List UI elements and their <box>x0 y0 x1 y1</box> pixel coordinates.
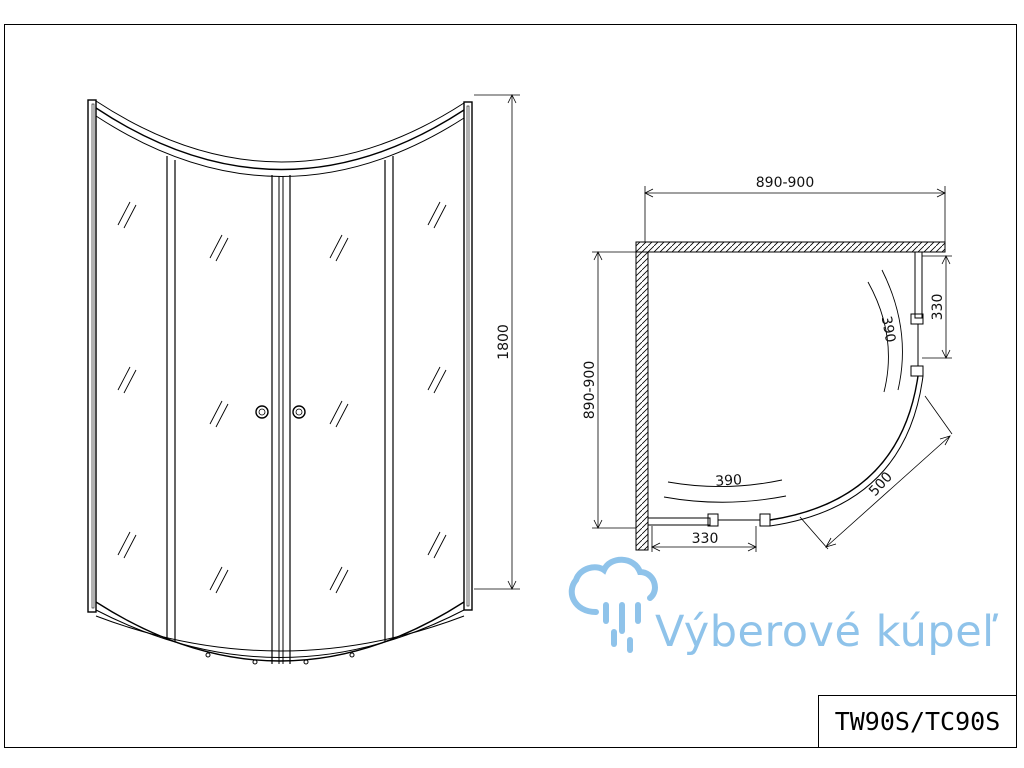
width-dimension-label: 890-900 <box>756 175 815 191</box>
model-code: TW90S/TC90S <box>834 707 1001 736</box>
model-box: TW90S/TC90S <box>818 695 1017 748</box>
bottom-fixed-dimension-label: 330 <box>692 531 719 547</box>
plan-view <box>635 241 946 551</box>
plan-dimensions <box>592 186 953 552</box>
shower-cloud-icon <box>568 556 658 653</box>
logo-text: Výberové kúpeľ <box>655 607 999 657</box>
right-fixed-dimension-label: 330 <box>930 294 946 321</box>
height-dimension-label: 1800 <box>496 324 512 360</box>
bottom-door-dimension-label: 390 <box>715 472 743 490</box>
enclosure-front-view <box>87 99 473 665</box>
depth-dimension-label: 890-900 <box>582 361 598 420</box>
height-dimension <box>474 94 520 590</box>
right-door-dimension-label: 390 <box>878 315 898 344</box>
drawing-frame <box>4 24 1017 748</box>
entry-dimension-label: 500 <box>866 469 896 500</box>
glass-reflection-marks <box>117 201 447 594</box>
